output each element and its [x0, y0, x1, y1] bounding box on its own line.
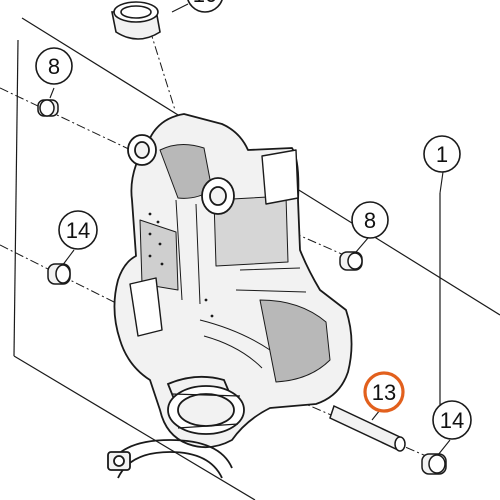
callout-circle: [351, 201, 389, 239]
hose-clamp-bottom: [107, 439, 233, 479]
callout-8-right: 8: [351, 201, 389, 239]
housing-shade-3: [259, 299, 331, 383]
leader-8-right: [355, 237, 369, 253]
housing-rib-1: [175, 199, 307, 305]
callout-14-right: 14: [432, 400, 472, 440]
callout-label: 1: [436, 142, 448, 167]
callout-label: 10: [193, 0, 217, 7]
callout-circle: [423, 135, 461, 173]
sleeve-end: [394, 436, 406, 452]
axis-top-tube: [149, 29, 176, 111]
callout-circle: [58, 210, 98, 250]
bushing-face: [39, 99, 55, 117]
housing-dots: [148, 212, 214, 318]
hose-tube-top: [111, 1, 161, 40]
callout-label: 8: [48, 54, 60, 79]
frame-line-left: [13, 39, 19, 357]
lever-arm: [129, 277, 163, 337]
callout-14-left: 14: [58, 210, 98, 250]
sensor-bracket: [261, 149, 299, 205]
sleeve-body: [329, 404, 403, 452]
callout-label: 8: [364, 208, 376, 233]
callout-8-top: 8: [35, 47, 73, 85]
bushing-8-right: [339, 251, 363, 271]
clamp-band-inner: [117, 451, 223, 479]
throat-rim-inner: [177, 393, 235, 427]
leader-8-top: [49, 87, 55, 99]
leader-10: [171, 3, 189, 13]
bushing-face: [428, 454, 446, 474]
throttle-body-housing: [113, 113, 353, 449]
callout-circle: [432, 400, 472, 440]
clamp-screw-head: [113, 455, 125, 467]
housing-shade-4: [213, 195, 289, 267]
callout-circle: [187, 0, 223, 13]
housing-shade-2: [139, 219, 179, 291]
bushing-8-left: [37, 99, 59, 117]
callout-1: 1: [423, 135, 461, 173]
callout-circle: [363, 371, 405, 413]
leader-14-right: [437, 439, 451, 456]
callout-label: 14: [440, 408, 464, 433]
bushing-face: [347, 252, 363, 270]
mount-boss-top-hole: [134, 141, 150, 159]
housing-rib-2: [199, 319, 271, 369]
bushing-face: [55, 264, 71, 284]
callout-circle: [35, 47, 73, 85]
callout-10: 10: [187, 0, 223, 13]
bushing-14-left: [47, 263, 71, 285]
axis-upper-left: [0, 87, 136, 153]
leader-1: [439, 171, 444, 194]
frame-line-bottom: [13, 355, 256, 500]
hose-tube-inner: [120, 5, 152, 19]
intake-throat: [166, 375, 245, 435]
bushing-14-right: [421, 453, 447, 475]
spacer-sleeve-13: [329, 404, 406, 452]
callout-label: 13: [372, 380, 396, 405]
callout-label: 14: [66, 218, 90, 243]
throat-flange: [171, 393, 241, 429]
callout-13-highlighted: 13: [363, 371, 405, 413]
sensor-boss-hole: [209, 186, 227, 206]
